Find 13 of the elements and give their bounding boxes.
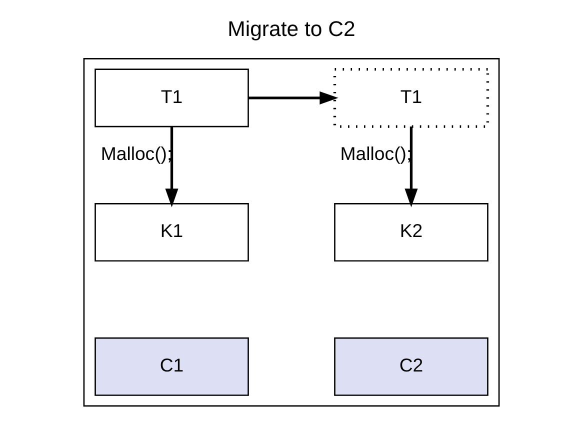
node-box: K2 <box>334 203 488 262</box>
node-box: C2 <box>334 337 488 396</box>
cluster <box>82 58 500 407</box>
arrow <box>404 126 418 208</box>
node-box: C1 <box>94 337 248 396</box>
node-box: K1 <box>94 203 248 262</box>
edge-label: Malloc(); <box>100 142 172 164</box>
node-box: T1 <box>332 68 489 128</box>
arrow <box>164 126 178 208</box>
node-box: T1 <box>94 68 248 128</box>
diagram-title: Migrate to C2 <box>227 16 355 41</box>
arrow <box>248 91 338 104</box>
edge-label: Malloc(); <box>340 142 412 164</box>
